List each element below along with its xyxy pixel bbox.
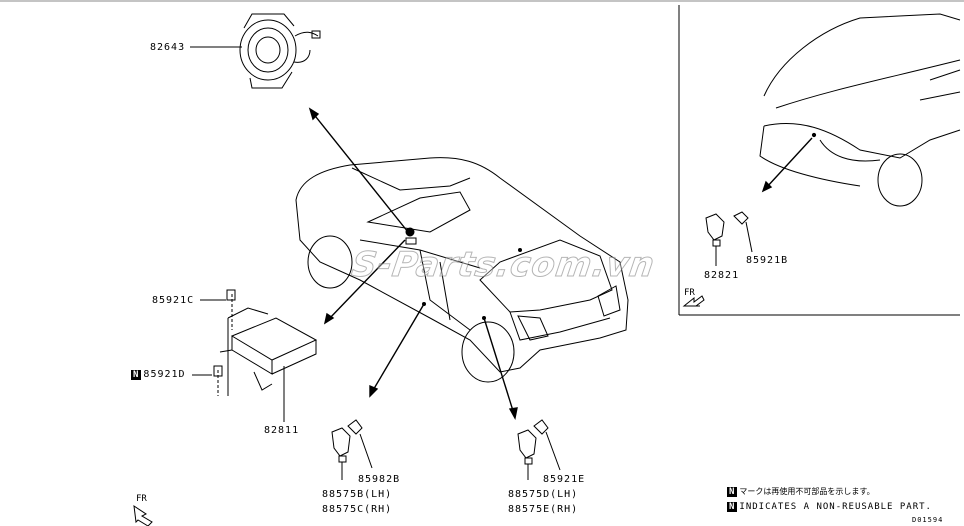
part-label-82643: 82643 xyxy=(150,42,186,53)
inset-car-front-drawing xyxy=(759,13,961,207)
car-body-drawing xyxy=(295,157,629,383)
note-english: INDICATES A NON-REUSABLE PART. xyxy=(739,502,932,512)
part-label-85921B: 85921B xyxy=(746,255,789,266)
part-label-85921D: 85921D xyxy=(143,369,186,380)
fr-label-inset: FR xyxy=(684,288,695,298)
control-unit-82811-drawing xyxy=(192,289,318,422)
fr-arrows xyxy=(133,295,705,526)
part-label-88575C: 88575C(RH) xyxy=(322,504,393,515)
part-label-82811: 82811 xyxy=(264,425,300,436)
non-reusable-marker: N xyxy=(727,487,738,497)
part-label-85982B: 85982B xyxy=(358,474,401,485)
leader-arrows xyxy=(308,107,813,421)
non-reusable-marker: N xyxy=(131,370,142,380)
side-sensor-lh-drawing xyxy=(331,419,373,480)
part-label-85921E: 85921E xyxy=(543,474,586,485)
part-label-85921C: 85921C xyxy=(152,295,195,306)
diagram-code: D01594 xyxy=(912,516,944,524)
front-sensor-drawing xyxy=(705,211,753,266)
watermark: S-Parts.com.vn xyxy=(349,245,658,286)
note-japanese: マークは再使用不可部品を示します。 xyxy=(739,487,875,496)
inset-frame xyxy=(678,5,960,316)
part-label-88575E: 88575E(RH) xyxy=(508,504,579,515)
clock-spring-82643-drawing xyxy=(190,13,321,89)
part-label-88575B: 88575B(LH) xyxy=(322,489,393,500)
part-label-82821: 82821 xyxy=(704,270,740,281)
fr-label-main: FR xyxy=(136,494,147,504)
side-sensor-rh-drawing xyxy=(517,419,561,480)
non-reusable-marker: N xyxy=(727,502,738,512)
part-label-88575D: 88575D(LH) xyxy=(508,489,579,500)
